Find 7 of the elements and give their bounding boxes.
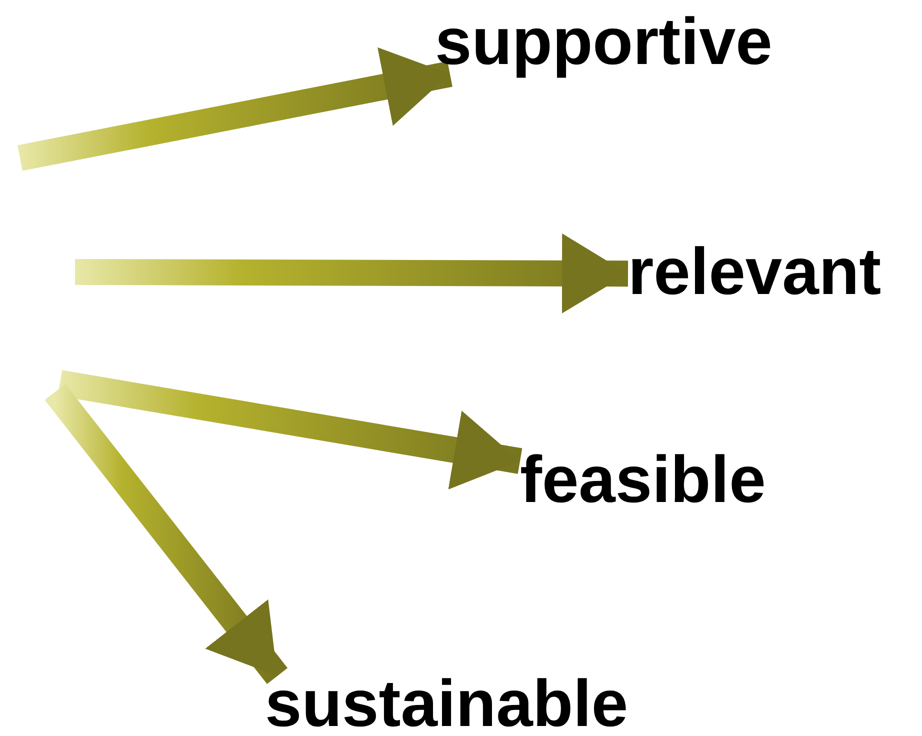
arrow xyxy=(18,47,452,171)
word-label: feasible xyxy=(520,446,766,512)
word-label: sustainable xyxy=(265,670,628,736)
arrow xyxy=(74,233,628,314)
arrow xyxy=(58,370,522,490)
word-label: relevant xyxy=(628,238,882,304)
arrow xyxy=(44,384,288,684)
